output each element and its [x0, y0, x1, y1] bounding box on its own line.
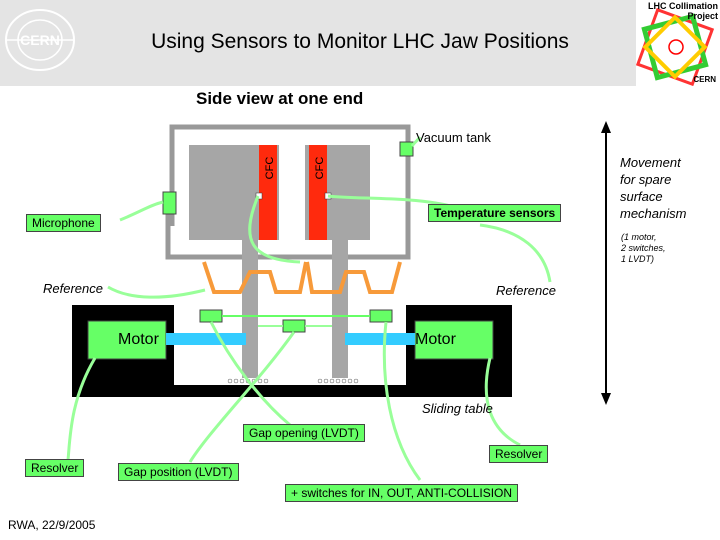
motor-shaft-right	[345, 333, 415, 345]
header-bar	[0, 0, 720, 86]
microphone-label: Microphone	[26, 214, 101, 232]
cfc-block-left	[259, 145, 277, 240]
wire-gap-position	[188, 331, 296, 463]
wire-reference-left	[107, 285, 206, 299]
resolver-label-left: Resolver	[25, 459, 85, 477]
movement-line2: for spare	[620, 172, 672, 187]
wire-resolver-right	[484, 357, 521, 447]
switches-label: + switches for IN, OUT, ANTI-COLLISION	[285, 484, 519, 502]
movement-sub2: 2 switches,	[621, 243, 666, 253]
cern-logo-text: CERN	[20, 32, 60, 48]
wire-reference-right	[479, 223, 552, 283]
gap-position-label: Gap position (LVDT)	[118, 463, 239, 481]
motor-right	[414, 320, 494, 360]
movement-sub3: 1 LVDT)	[621, 254, 655, 264]
rollers-right	[317, 378, 359, 384]
tank-tab-left	[162, 191, 177, 215]
temperature-sensors-label: Temperature sensors	[428, 204, 562, 222]
wire-switches	[382, 321, 422, 481]
gap-opening-label: Gap opening (LVDT)	[243, 424, 365, 442]
lhc-logo-cern: CERN	[693, 75, 716, 84]
motor-shaft-left	[166, 333, 246, 345]
movement-arrow	[601, 121, 611, 405]
lhc-logo-line1: LHC Collimation	[648, 1, 718, 11]
lvdt-box-right	[369, 309, 393, 323]
resolver-label-right: Resolver	[489, 445, 549, 463]
tank-tab-right	[399, 141, 414, 157]
wire-temp-left	[248, 195, 301, 264]
subtitle: Side view at one end	[196, 89, 364, 108]
cfc-block-right	[309, 145, 327, 240]
reference-label-left: Reference	[43, 281, 103, 296]
jaw-stem-left-lower	[242, 300, 258, 378]
wire-microphone	[119, 200, 164, 222]
page-title: Using Sensors to Monitor LHC Jaw Positio…	[151, 30, 569, 53]
cfc-label-left: CFC	[264, 157, 276, 180]
jaw-stem-right-lower	[332, 300, 348, 378]
vacuum-tank-label: Vacuum tank	[416, 130, 491, 145]
movement-line3: surface	[620, 189, 663, 204]
wire-vacuum	[410, 136, 422, 147]
temp-sensor-left	[255, 192, 263, 200]
support-left	[202, 261, 308, 294]
lhc-collimation-logo: CERN LHC Collimation Project	[635, 0, 720, 87]
movement-sub1: (1 motor,	[621, 232, 657, 242]
lvdt-box-left	[199, 309, 223, 323]
wire-gap-opening	[209, 321, 291, 427]
lhc-logo-line2: Project	[687, 11, 718, 21]
lvdt-box-center	[282, 319, 306, 333]
cfc-label-right: CFC	[314, 157, 326, 180]
cern-logo: CERN	[5, 9, 75, 71]
vacuum-tank-outline	[165, 124, 411, 260]
movement-label: Movement for spare surface mechanism	[620, 154, 686, 222]
support-right	[305, 261, 402, 294]
movement-sublabel: (1 motor, 2 switches, 1 LVDT)	[621, 232, 666, 265]
reference-label-right: Reference	[496, 283, 556, 298]
wire-resolver-left	[66, 357, 97, 461]
motor-label-left: Motor	[118, 331, 159, 348]
movement-line4: mechanism	[620, 206, 687, 221]
movement-line1: Movement	[620, 155, 681, 170]
sliding-table-label: Sliding table	[422, 401, 493, 416]
footer-author-date: RWA, 22/9/2005	[8, 518, 96, 532]
motor-label-right: Motor	[415, 331, 456, 348]
motor-left	[87, 320, 167, 360]
